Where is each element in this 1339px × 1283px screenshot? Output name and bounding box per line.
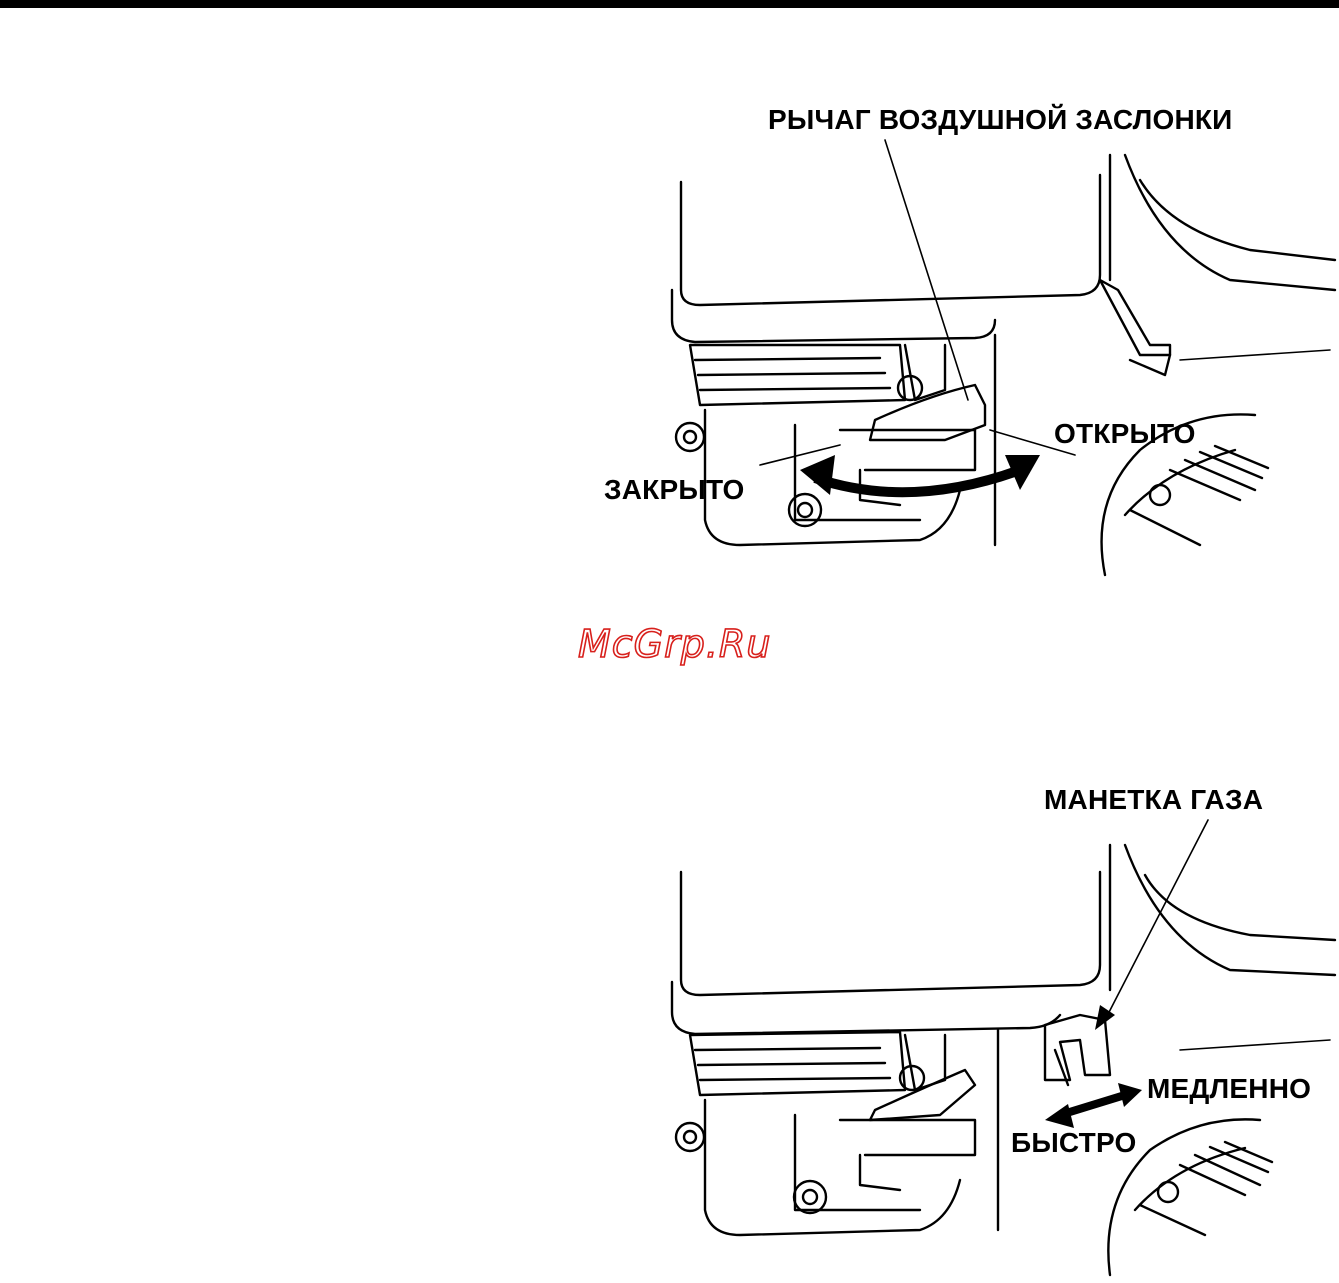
throttle-slow-label: МЕДЛЕННО [1147, 1073, 1311, 1105]
throttle-fast-label: БЫСТРО [1011, 1127, 1136, 1159]
throttle-lever-label: МАНЕТКА ГАЗА [1044, 784, 1263, 816]
